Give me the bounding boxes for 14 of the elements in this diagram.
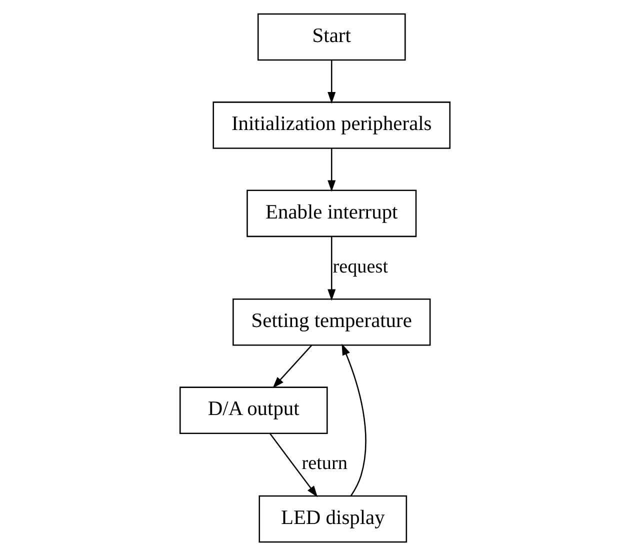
node-box: Setting temperature bbox=[232, 298, 431, 346]
arrow bbox=[342, 344, 366, 496]
arrow bbox=[272, 345, 312, 388]
arrow bbox=[328, 148, 336, 192]
edge-label: return bbox=[302, 453, 348, 474]
node-box: Enable interrupt bbox=[246, 190, 417, 238]
edge-label: request bbox=[332, 256, 388, 278]
node-box: Start bbox=[257, 13, 406, 61]
node-box: D/A output bbox=[179, 386, 328, 434]
node-box: Initialization peripherals bbox=[212, 102, 451, 149]
arrow bbox=[270, 433, 318, 498]
node-box: LED display bbox=[258, 495, 408, 543]
arrow bbox=[328, 236, 336, 301]
arrow bbox=[328, 60, 336, 104]
